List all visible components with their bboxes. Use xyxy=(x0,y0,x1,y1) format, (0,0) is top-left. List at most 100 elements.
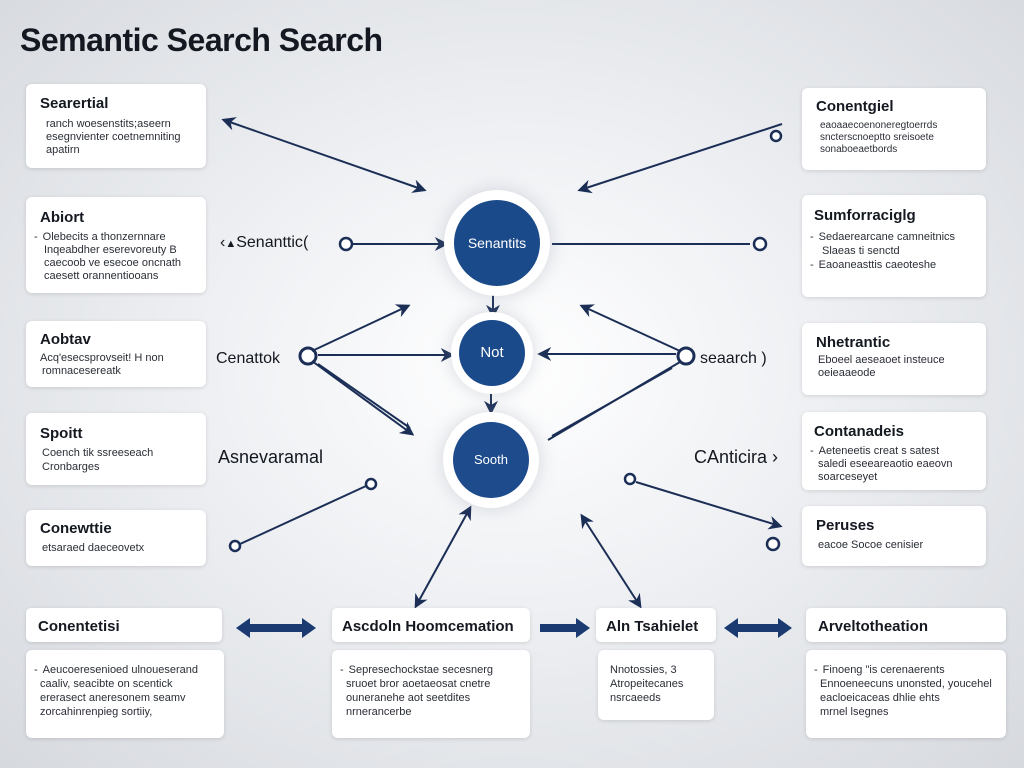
card-line: Acq'esecsprovseit! H non xyxy=(40,352,164,364)
card-line: soarceseyet xyxy=(818,471,878,483)
left-card-4[interactable]: Spoitt Coench tik ssreeseach Cronbarges xyxy=(26,413,206,485)
card-title: Searertial xyxy=(40,95,109,112)
left-card-2[interactable]: Abiort -Olebecits a thonzernnare Inqeabd… xyxy=(26,197,206,293)
card-title: Conewttie xyxy=(40,520,112,537)
card-title: Contanadeis xyxy=(814,423,905,440)
right-card-1[interactable]: Conentgiel eaoaaecoenoneregtoerrds sncte… xyxy=(802,88,986,170)
card-line: caaliv, seacibte on scentick xyxy=(40,678,173,690)
card-line: eacoe Socoe cenisier xyxy=(818,539,924,551)
bracket-right-icon: ) xyxy=(761,350,767,367)
diagram-title: Semantic Search Search xyxy=(20,22,383,58)
card-line: ouneranehe aot seetdites xyxy=(346,692,471,704)
card-title: Sumforraciglg xyxy=(814,207,916,224)
connector-line xyxy=(414,505,472,609)
bottom-card-2[interactable]: -Sepresechockstae secesnerg sruoet bror … xyxy=(332,650,530,738)
connector-line xyxy=(221,117,427,193)
card-line: eaoaaecoenoneregtoerrds xyxy=(820,120,938,131)
card-line: Inqeabdher eserevoreuty B xyxy=(44,244,177,256)
connector-dot xyxy=(765,536,781,552)
card-title: Spoitt xyxy=(40,425,83,442)
connector-dot xyxy=(769,129,783,143)
bottom-tab-1[interactable]: Conentetisi xyxy=(26,608,222,642)
card-title: Peruses xyxy=(816,517,875,534)
connector-dot xyxy=(338,236,354,252)
right-card-2[interactable]: Sumforraciglg -Sedaerearcane camneitnics… xyxy=(802,195,986,297)
left-card-3[interactable]: Aobtav Acq'esecsprovseit! H non romnaces… xyxy=(26,321,206,387)
card-line: Coench tik ssreeseach xyxy=(42,447,154,459)
card-line: esegnvienter coetnemniting xyxy=(46,131,181,143)
label-asnevaral: Asnevaramal xyxy=(218,447,324,467)
card-line: -Sepresechockstae secesnerg xyxy=(340,664,493,676)
node-sooth[interactable]: Sooth xyxy=(453,422,529,498)
semantic-icon: ▲ xyxy=(225,238,237,250)
connector-line xyxy=(311,360,415,436)
double-arrow-3 xyxy=(724,618,792,638)
node-semantic[interactable]: Senantits xyxy=(454,200,540,286)
label-searcch: seaarch ) xyxy=(700,350,767,367)
label-canticira: CAnticira › xyxy=(694,447,779,467)
connector-line xyxy=(635,481,783,530)
arrow-2 xyxy=(540,618,590,638)
bottom-tab-4[interactable]: Arveltotheation xyxy=(806,608,1006,642)
card-line: -Olebecits a thonzernnare xyxy=(34,231,166,243)
card-line: nrnerancerbe xyxy=(346,706,412,718)
card-line: Ennoeneecuns unonsted, youcehel xyxy=(820,678,992,690)
card-line: Nnotossies, 3 xyxy=(610,664,677,676)
card-title: Aobtav xyxy=(40,331,91,348)
card-title: Abiort xyxy=(40,209,85,226)
card-line: Cronbarges xyxy=(42,461,100,473)
card-line: ranch woesenstits;aseern xyxy=(46,118,171,130)
card-line: sncterscnoeptto sreisoete xyxy=(820,132,934,143)
connector-dot xyxy=(364,477,378,491)
connector-line xyxy=(317,363,411,429)
card-line: -Sedaerearcane camneitnics xyxy=(810,231,956,243)
card-line: caecoob ve esecoe oncnath xyxy=(44,257,181,269)
connector-line xyxy=(311,304,411,352)
card-line: Atropeitecanes xyxy=(610,678,684,690)
card-line: Slaeas ti senctd xyxy=(822,245,900,257)
card-line: apatirn xyxy=(46,144,80,156)
card-line: -Aeteneetis creat s satest xyxy=(810,445,940,457)
left-card-5[interactable]: Conewttie etsaraed daeceovetx xyxy=(26,510,206,566)
node-not-label: Not xyxy=(480,344,504,361)
connector-line xyxy=(579,304,681,352)
card-line: romnacesereatk xyxy=(42,365,121,377)
card-line: -Aeucoeresenioed ulnoueserand xyxy=(34,664,199,676)
left-card-1[interactable]: Searertial ranch woesenstits;aseern eseg… xyxy=(26,84,206,168)
card-line: caesett orannentiooans xyxy=(44,270,159,282)
card-line: oeieaaeode xyxy=(818,367,876,379)
connector-line xyxy=(580,513,642,609)
card-line: -Eaoaneasttis caeoteshe xyxy=(810,259,937,271)
bottom-tab-3[interactable]: Aln Tsahielet xyxy=(596,608,716,642)
label-semantic: ‹▲Senanttic( xyxy=(220,234,309,251)
node-semantic-label: Senantits xyxy=(467,235,527,251)
right-card-3[interactable]: Nhetrantic Eboeel aeseaoet insteuce oeie… xyxy=(802,323,986,395)
bottom-card-1[interactable]: -Aeucoeresenioed ulnoueserand caaliv, se… xyxy=(26,650,224,738)
card-line: sruoet bror aoetaeosat cnetre xyxy=(346,678,491,690)
bottom-tab-2[interactable]: Ascdoln Hoomcemation xyxy=(332,608,530,642)
connector-line xyxy=(577,123,783,194)
label-cenattok: Cenattok xyxy=(216,350,281,367)
card-line: zorcahinrenpieg sortiiy, xyxy=(40,706,153,718)
node-not[interactable]: Not xyxy=(459,320,525,386)
bottom-card-3[interactable]: Nnotossies, 3 Atropeitecanes nsrcaeeds xyxy=(598,650,714,720)
node-sooth-label: Sooth xyxy=(474,452,508,467)
connector-line xyxy=(239,485,367,545)
connector-dot xyxy=(676,346,696,366)
card-line: etsaraed daeceovetx xyxy=(42,542,145,554)
chevron-left-icon: ‹ xyxy=(220,234,226,251)
right-card-5[interactable]: Peruses eacoe Socoe cenisier xyxy=(802,506,986,566)
card-line: nsrcaeeds xyxy=(610,692,661,704)
bottom-card-4[interactable]: -Finoeng "is cerenaerents Ennoeneecuns u… xyxy=(806,650,1006,738)
chevron-right-icon: › xyxy=(772,447,779,467)
right-card-4[interactable]: Contanadeis -Aeteneetis creat s satest s… xyxy=(802,412,986,490)
connector-dot xyxy=(298,346,318,366)
card-line: eacloeicaceas dhlie ehts xyxy=(820,692,940,704)
card-line: saledi eseeareaotio eaeovn xyxy=(818,458,953,470)
card-line: sonaboeaetbords xyxy=(820,144,898,155)
card-line: Eboeel aeseaoet insteuce xyxy=(818,354,945,366)
card-title: Conentgiel xyxy=(816,98,894,115)
card-line: ererasect aneresonem seamv xyxy=(40,692,186,704)
card-line: mrnel lsegnes xyxy=(820,706,889,718)
